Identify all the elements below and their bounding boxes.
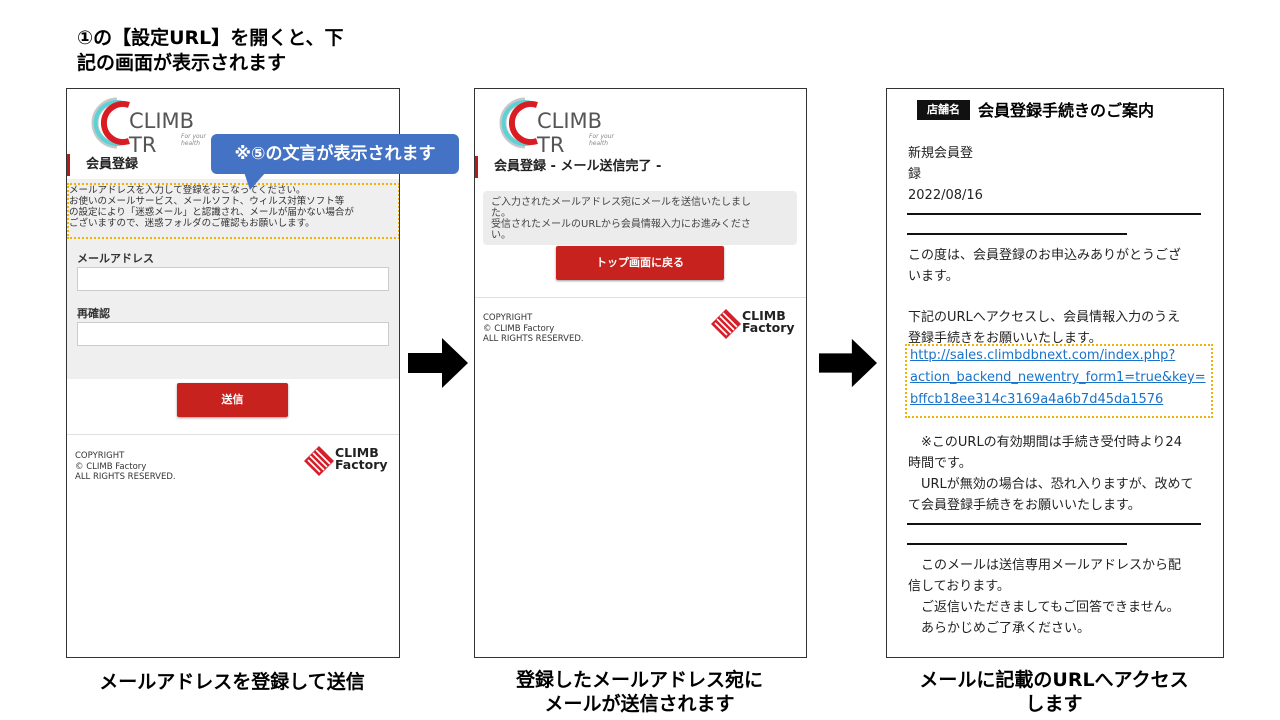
copyright-line: COPYRIGHT	[75, 451, 125, 461]
copyright-line: ALL RIGHTS RESERVED.	[75, 472, 176, 482]
email-meta: 新規会員登 録 2022/08/16	[908, 143, 983, 206]
brand-line: CLIMB	[742, 308, 786, 323]
logo-text: CLIMB TR	[129, 109, 195, 157]
arrow-right-icon	[819, 338, 877, 388]
email-label: メールアドレス	[77, 252, 154, 265]
separator-line	[907, 233, 1127, 235]
arrow-right-icon	[408, 338, 468, 388]
climb-factory-wordmark: CLIMB Factory	[742, 308, 795, 335]
store-name-badge: 店舗名	[917, 99, 970, 120]
section-title: 会員登録	[67, 154, 138, 176]
email-text-line: ご返信いただきましてもご回答できません。	[908, 600, 1180, 615]
copyright-line: © CLIMB Factory	[75, 461, 147, 472]
message-line: ご入力されたメールアドレス宛にメールを送信いたしまし	[491, 197, 751, 208]
notice-line: メールアドレスを入力して登録をおこなってください。	[69, 185, 306, 196]
brand-line: CLIMB	[335, 445, 379, 460]
section-title: 会員登録 - メール送信完了 -	[475, 156, 661, 178]
email-text-line: 時間です。	[908, 456, 972, 471]
registration-link[interactable]: action_backend_newentry_form1=true&key=	[910, 370, 1206, 385]
email-greeting: この度は、会員登録のお申込みありがとうござ います。	[908, 245, 1181, 287]
intro-line-2: 記の画面が表示されます	[77, 52, 287, 74]
callout-pointer	[244, 172, 266, 190]
email-text-line: います。	[908, 269, 959, 284]
climb-tr-logo: CLIMB TR For your health	[77, 95, 217, 157]
caption-step-1: メールアドレスを登録して送信	[99, 671, 365, 693]
climb-tr-logo-mark	[499, 97, 538, 149]
footer-divider	[67, 434, 399, 435]
email-text-line: このメールは送信専用メールアドレスから配	[908, 558, 1182, 573]
email-text-line: URLが無効の場合は、恐れ入りますが、改めて	[908, 477, 1194, 492]
registration-link[interactable]: bffcb18ee314c3169a4a6b7d45da1576	[910, 392, 1164, 407]
email-text-line: 下記のURLへアクセスし、会員情報入力のうえ	[908, 310, 1181, 325]
email-meta-line: 新規会員登	[908, 146, 974, 161]
email-header: 店舗名会員登録手続きのご案内	[917, 99, 1154, 123]
registration-link[interactable]: http://sales.climbdbnext.com/index.php?	[910, 348, 1176, 363]
separator-line	[907, 213, 1201, 215]
email-text-line: あらかじめご了承ください。	[908, 621, 1091, 636]
submit-button[interactable]: 送信	[177, 383, 288, 417]
copyright-line: ALL RIGHTS RESERVED.	[483, 334, 584, 344]
caption-step-2: 登録したメールアドレス宛に メールが送信されます	[474, 668, 805, 716]
email-subject: 会員登録手続きのご案内	[978, 101, 1155, 120]
notice-line: お使いのメールサービス、メールソフト、ウィルス対策ソフト等	[69, 196, 345, 207]
email-text-line: ※このURLの有効期間は手続き受付時より24	[908, 435, 1182, 450]
copyright: COPYRIGHT © CLIMB Factory ALL RIGHTS RES…	[75, 451, 176, 483]
separator-line	[907, 523, 1201, 525]
email-footer-note: このメールは送信専用メールアドレスから配 信しております。 ご返信いただきまして…	[908, 555, 1181, 639]
caption-line: メールに記載のURLへアクセス	[919, 669, 1189, 691]
notice-line: ございますので、迷惑フォルダのご確認もお願いします。	[69, 218, 315, 229]
callout-bubble: ※⑤の文言が表示されます	[211, 134, 459, 174]
caption-line: します	[1025, 693, 1083, 715]
climb-factory-logo: CLIMB Factory	[303, 445, 389, 479]
logo-tagline: For your health	[589, 133, 614, 147]
brand-line: Factory	[335, 457, 388, 472]
climb-factory-logo-mark	[711, 309, 741, 339]
registration-link-highlight: http://sales.climbdbnext.com/index.php? …	[905, 344, 1213, 418]
climb-tr-logo: CLIMB TR For your health	[485, 95, 625, 157]
notice-text-highlight: メールアドレスを入力して登録をおこなってください。 お使いのメールサービス、メー…	[67, 183, 399, 239]
message-line: い。	[491, 230, 511, 241]
registration-screen: CLIMB TR For your health 会員登録 メールアドレスを入力…	[66, 88, 400, 658]
message-line: 受信されたメールのURLから会員情報入力にお進みくださ	[491, 219, 751, 230]
climb-factory-logo-mark	[304, 446, 334, 476]
email-text-line: て会員登録手続きをお願いいたします。	[908, 498, 1141, 513]
sent-message: ご入力されたメールアドレス宛にメールを送信いたしまし た。 受信されたメールのU…	[483, 191, 797, 245]
email-validity-note: ※このURLの有効期間は手続き受付時より24 時間です。 URLが無効の場合は、…	[908, 432, 1194, 516]
email-text-line: この度は、会員登録のお申込みありがとうござ	[908, 248, 1182, 263]
caption-line: 登録したメールアドレス宛に	[515, 669, 763, 691]
email-meta-line: 2022/08/16	[908, 188, 983, 203]
back-to-top-button[interactable]: トップ画面に戻る	[556, 246, 724, 280]
copyright: COPYRIGHT © CLIMB Factory ALL RIGHTS RES…	[483, 313, 584, 345]
brand-line: Factory	[742, 320, 795, 335]
caption-step-3: メールに記載のURLへアクセス します	[886, 668, 1222, 716]
intro-heading: ①の【設定URL】を開くと、下 記の画面が表示されます	[77, 26, 397, 76]
climb-factory-logo: CLIMB Factory	[710, 308, 796, 342]
copyright-line: COPYRIGHT	[483, 313, 533, 323]
caption-line: メールが送信されます	[544, 693, 735, 715]
email-preview: 店舗名会員登録手続きのご案内 新規会員登 録 2022/08/16 この度は、会…	[886, 88, 1224, 658]
separator-line	[907, 543, 1127, 545]
intro-line-1: ①の【設定URL】を開くと、下	[77, 27, 344, 49]
message-line: た。	[491, 208, 511, 219]
logo-tagline: For your health	[181, 133, 206, 147]
notice-line: の設定により「迷惑メール」と認識され、メールが届かない場合が	[69, 207, 354, 218]
confirm-email-field[interactable]	[77, 322, 389, 346]
climb-tr-logo-mark	[91, 97, 130, 149]
copyright-line: © CLIMB Factory	[483, 323, 555, 334]
email-field[interactable]	[77, 267, 389, 291]
email-meta-line: 録	[908, 167, 922, 182]
email-text-line: 信しております。	[908, 579, 1010, 594]
footer-divider	[475, 297, 806, 298]
climb-factory-wordmark: CLIMB Factory	[335, 445, 388, 472]
logo-text: CLIMB TR	[537, 109, 603, 157]
mail-sent-screen: CLIMB TR For your health 会員登録 - メール送信完了 …	[474, 88, 807, 658]
email-text-line: 登録手続きをお願いいたします。	[908, 331, 1102, 346]
confirm-email-label: 再確認	[77, 307, 110, 320]
email-instruction: 下記のURLへアクセスし、会員情報入力のうえ 登録手続きをお願いいたします。	[908, 307, 1180, 349]
